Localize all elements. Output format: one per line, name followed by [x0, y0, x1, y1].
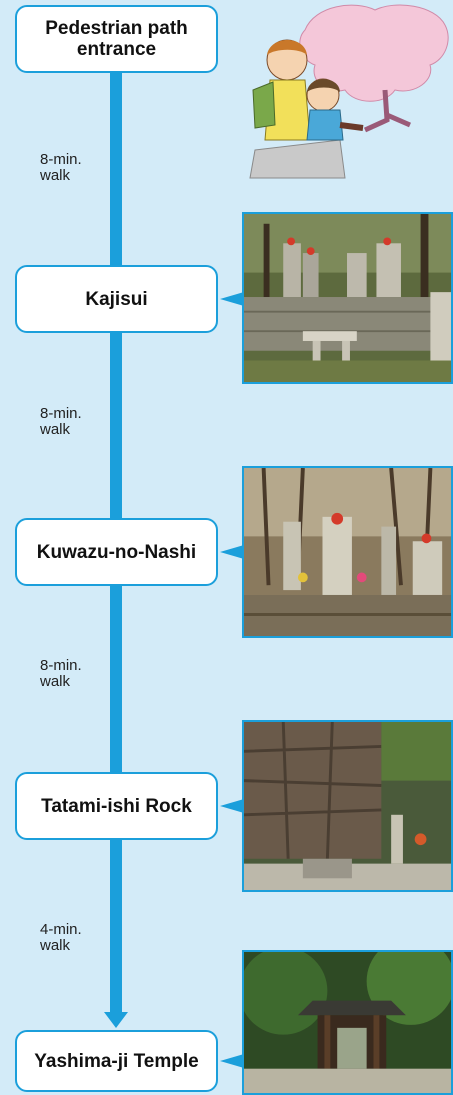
- stop-pointer-arrow: [220, 545, 244, 559]
- route-arrowhead: [104, 1012, 128, 1028]
- stop-tatami-ishi-rock: Tatami-ishi Rock: [15, 772, 218, 840]
- stop-kuwazu-no-nashi: Kuwazu-no-Nashi: [15, 518, 218, 586]
- walk-time-label: 8-min. walk: [40, 151, 82, 184]
- walk-time-label: 4-min. walk: [40, 921, 82, 954]
- stop-pointer-arrow: [220, 292, 244, 306]
- yashima-ji-temple-photo: [242, 950, 453, 1095]
- tatami-ishi-rock-photo: [242, 720, 453, 892]
- stop-pointer-arrow: [220, 1054, 244, 1068]
- stop-yashima-ji-temple: Yashima-ji Temple: [15, 1030, 218, 1092]
- stop-pointer-arrow: [220, 799, 244, 813]
- stop-pedestrian-path-entrance: Pedestrian path entrance: [15, 5, 218, 73]
- walk-time-label: 8-min. walk: [40, 405, 82, 438]
- kajisui-photo: [242, 212, 453, 384]
- walk-time-label: 8-min. walk: [40, 657, 82, 690]
- hikers-illustration: [245, 0, 453, 180]
- kuwazu-no-nashi-photo: [242, 466, 453, 638]
- stop-kajisui: Kajisui: [15, 265, 218, 333]
